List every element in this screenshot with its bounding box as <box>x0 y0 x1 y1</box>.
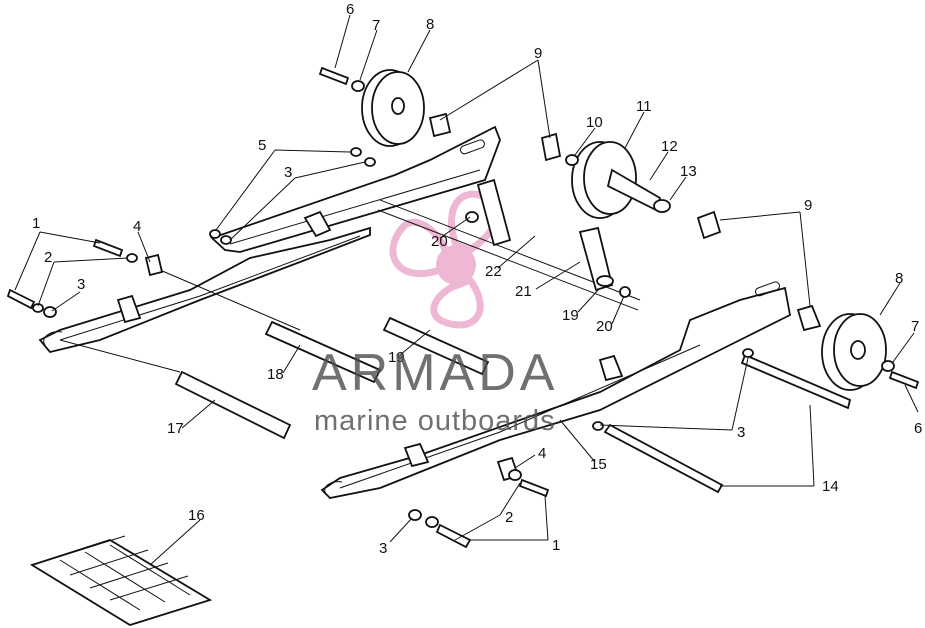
wheel-upper-left <box>361 69 425 147</box>
callout-8: 8 <box>895 270 903 287</box>
callout-11: 11 <box>636 98 652 115</box>
leader-lines <box>14 14 919 566</box>
callout-1: 1 <box>552 537 560 554</box>
cross-shafts <box>59 269 490 440</box>
callout-1: 1 <box>32 215 40 232</box>
propeller-logo <box>389 190 502 329</box>
watermark-brand: ARMADA <box>312 344 558 402</box>
watermark: ARMADA marine outboards <box>312 344 558 437</box>
callout-7: 7 <box>911 318 919 335</box>
callout-18: 18 <box>267 366 284 383</box>
wheel-11 <box>571 141 671 219</box>
rear-rail-left <box>210 125 501 253</box>
callout-15: 15 <box>590 456 607 473</box>
callout-9: 9 <box>804 197 812 214</box>
callout-10: 10 <box>586 114 603 131</box>
callout-numbers: 1 1 2 2 3 3 3 3 4 4 5 6 6 7 7 8 8 9 9 10… <box>32 1 922 557</box>
callout-17: 17 <box>167 420 184 437</box>
callout-22: 22 <box>485 263 502 280</box>
callout-5: 5 <box>258 137 266 154</box>
callout-4: 4 <box>133 218 141 235</box>
slide-plate-16 <box>29 535 213 626</box>
callout-3: 3 <box>284 164 292 181</box>
callout-16: 16 <box>188 507 205 524</box>
rail-right <box>320 281 792 499</box>
callout-3: 3 <box>77 276 85 293</box>
callout-8: 8 <box>426 16 434 33</box>
callout-6: 6 <box>914 420 922 437</box>
callout-20: 20 <box>431 233 448 250</box>
callout-14: 14 <box>822 478 839 495</box>
callout-7: 7 <box>372 17 380 34</box>
callout-4: 4 <box>538 445 546 462</box>
rail-left <box>38 226 371 354</box>
callout-3: 3 <box>737 424 745 441</box>
callout-12: 12 <box>661 138 678 155</box>
callout-2: 2 <box>44 249 52 266</box>
callout-6: 6 <box>346 1 354 18</box>
callout-13: 13 <box>680 163 697 180</box>
watermark-tagline: marine outboards <box>314 405 556 437</box>
callout-20: 20 <box>596 318 613 335</box>
callout-9: 9 <box>534 45 542 62</box>
callout-3: 3 <box>379 540 387 557</box>
wheel-lower-right <box>821 313 887 391</box>
long-bolts <box>603 353 852 494</box>
callout-19: 19 <box>562 307 579 324</box>
callout-21: 21 <box>515 283 532 300</box>
callout-19: 19 <box>388 349 405 366</box>
center-axle <box>377 178 641 311</box>
callout-2: 2 <box>505 509 513 526</box>
hardware <box>6 66 920 549</box>
